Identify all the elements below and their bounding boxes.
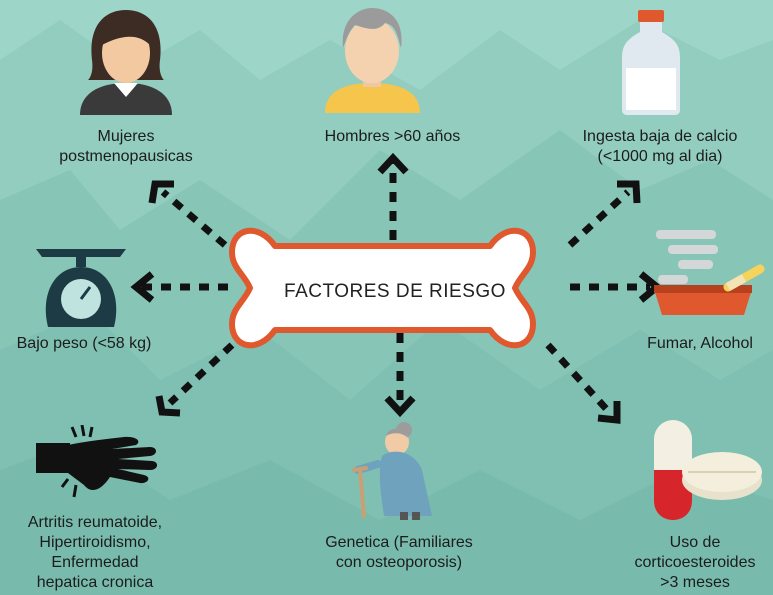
label-steroids: Uso de corticoesteroides >3 meses [634,534,756,591]
pills-icon [654,420,762,520]
elderly-man-avatar-icon [325,8,420,113]
cigarette-ashtray-icon [654,230,765,315]
center-title: FACTORES DE RIESGO [284,281,506,302]
scale-icon [36,249,126,327]
bone-shape [229,227,536,349]
label-weight: Bajo peso (<58 kg) [16,335,152,352]
milk-bottle-icon [622,10,680,115]
woman-avatar-icon [80,10,172,115]
arrow-to-women [160,189,228,248]
label-smoking: Fumar, Alcohol [647,335,753,352]
label-men: Hombres >60 años [324,128,461,145]
arrow-to-calcium [567,189,631,248]
label-women: Mujeres postmenopausicas [59,128,193,165]
arrow-to-steroids [545,342,613,416]
label-calcium: Ingesta baja de calcio (<1000 mg al dia) [582,128,738,165]
label-diseases: Artritis reumatoide, Hipertiroidismo, En… [27,514,163,591]
label-genetics: Genetica (Familiares con osteoporosis) [325,534,473,571]
arrow-to-diseases [167,342,235,406]
arthritic-hand-icon [36,425,158,498]
elderly-woman-cane-icon [352,422,432,520]
